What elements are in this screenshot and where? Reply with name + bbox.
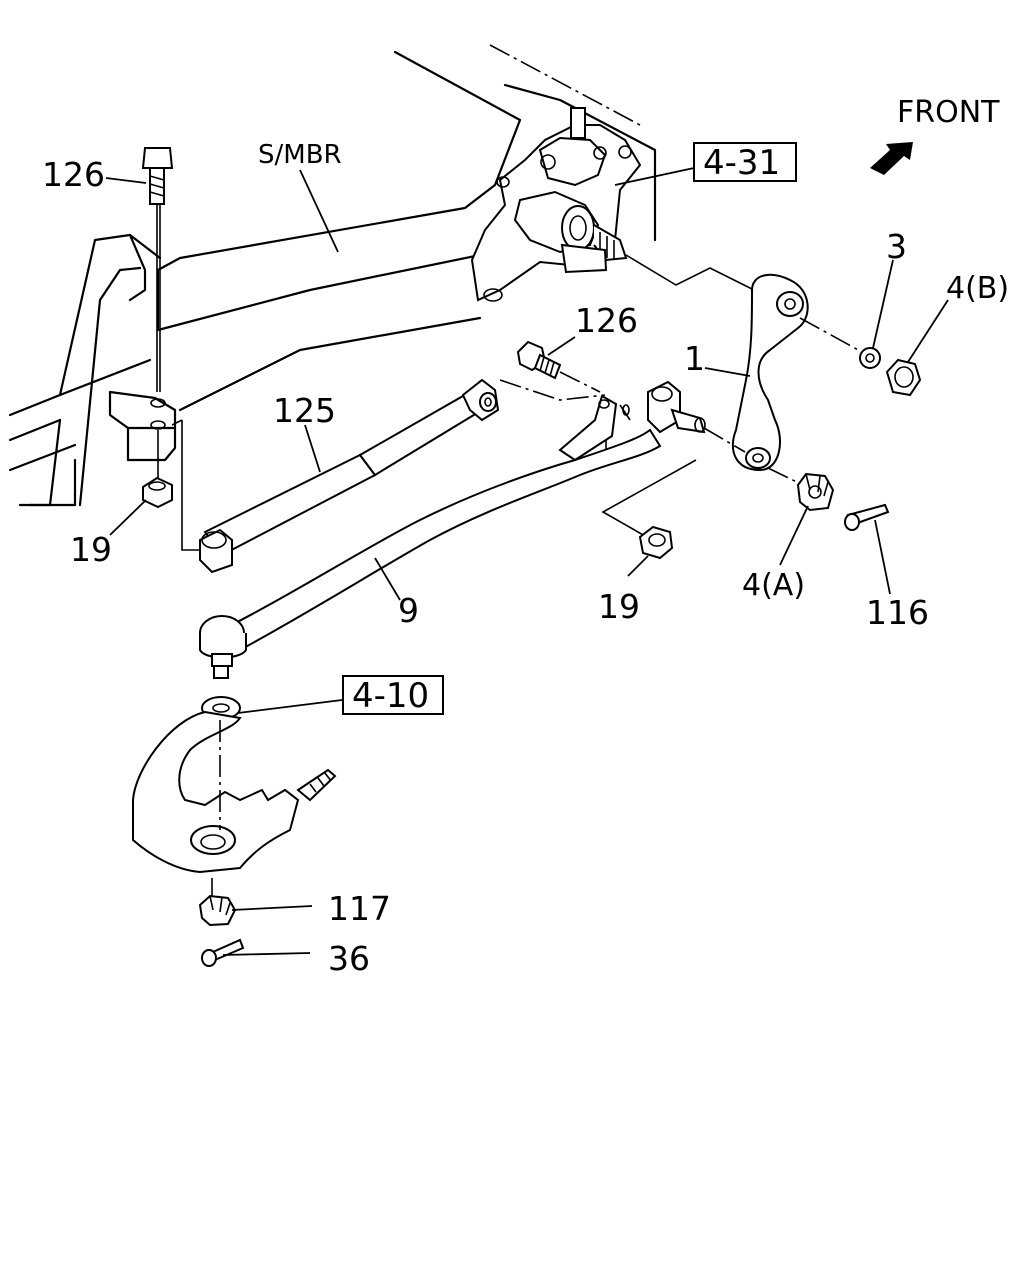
frame-bracket — [108, 390, 177, 462]
front-label: FRONT — [897, 95, 1000, 130]
callout-drag-link-9: 9 — [398, 591, 419, 630]
callout-gearbox-ref: 4-31 — [703, 143, 780, 183]
steering-damper — [171, 378, 500, 574]
callout-bolt-126-mid: 126 — [575, 301, 638, 340]
callout-bolt-126-top: 126 — [42, 155, 105, 194]
callout-nut-4b: 4(B) — [946, 271, 1009, 306]
cotter-pin-36 — [201, 938, 245, 967]
cotter-pin-116 — [844, 503, 890, 531]
ref-box-4-10 — [342, 675, 444, 715]
front-direction-arrow: FRONT — [870, 95, 1000, 175]
callout-nut-19-center: 19 — [598, 587, 640, 626]
bolt-126-mid — [516, 340, 601, 393]
callout-pitman-arm: 1 — [684, 339, 705, 378]
callout-knuckle-ref: 4-10 — [352, 676, 429, 716]
callout-washer-3: 3 — [886, 227, 907, 266]
callout-nut-4a: 4(A) — [742, 568, 805, 603]
castle-nut-4a — [796, 472, 835, 512]
steering-gearbox — [470, 107, 642, 302]
nut-4b — [885, 358, 922, 397]
ref-box-4-31 — [693, 142, 797, 182]
callout-side-member: S/MBR — [258, 140, 342, 170]
nut-19-center — [601, 459, 697, 560]
pitman-arm — [731, 273, 863, 487]
leader-lines — [105, 167, 949, 956]
castle-nut-117 — [198, 894, 237, 927]
callout-damper-125: 125 — [273, 391, 336, 430]
drag-link — [199, 379, 746, 679]
nut-19-left — [142, 476, 173, 509]
callout-cotter-pin-36: 36 — [328, 939, 370, 978]
callout-nut-19-left: 19 — [70, 530, 112, 569]
knuckle-arm — [132, 710, 337, 898]
bolt-126-top — [141, 147, 174, 478]
callout-cotter-pin-116: 116 — [866, 593, 929, 632]
frame-side-member — [8, 44, 657, 507]
washer-3 — [859, 347, 881, 369]
callout-castle-nut-117: 117 — [328, 889, 391, 928]
